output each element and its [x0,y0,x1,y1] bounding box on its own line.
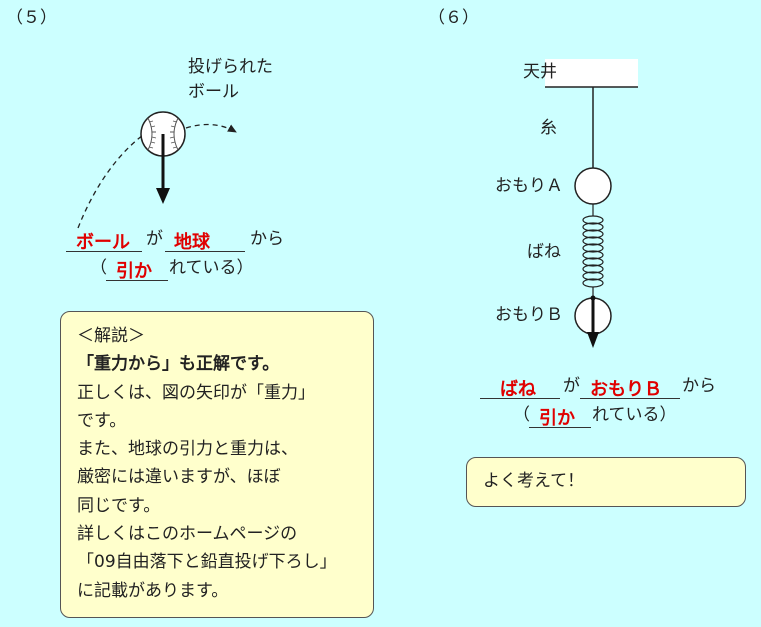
answer6-source: おもりＢ [590,379,662,400]
answer6-subject-underline [480,398,560,399]
string-label: 糸 [540,118,557,138]
weight-a-label: おもりＡ [495,176,563,196]
answer6-paren: （ [513,405,530,425]
answer6-verb-underline [529,427,591,428]
answer5-subject-underline [66,251,142,252]
spring [582,204,604,298]
explanation-line: に記載があります。 [77,580,229,601]
ceiling [545,59,638,87]
ball-trajectory [77,129,151,229]
explanation-line: 同じです。 [77,495,161,516]
explanation-line: ＜解説＞ [77,326,145,346]
answer6-suffix: れている） [592,405,677,425]
problem-5-number: （５） [6,8,57,28]
hint-text: よく考えて！ [483,471,585,491]
answer5-particle-ga: が [146,229,163,249]
answer5-verb: 引か [116,261,152,282]
answer6-subject: ばね [500,379,536,400]
explanation-line: 正しくは、図の矢印が「重力」 [77,382,315,403]
explanation-line: 詳しくはこのホームページの [77,524,298,545]
weight-a [574,167,612,205]
answer6-particle-ga: が [563,376,580,396]
answer5-source: 地球 [174,232,210,253]
ball-label-line2: ボール [188,82,239,102]
answer6-particle-kara: から [682,376,716,396]
answer5-verb-underline [106,280,168,281]
answer5-particle-kara: から [250,229,284,249]
problem-6-number: （６） [428,8,479,28]
answer5-paren: （ [90,258,107,278]
explanation-line: また、地球の引力と重力は、 [77,439,298,460]
answer5-subject: ボール [76,232,130,253]
ball-trajectory-arrow [185,123,237,133]
explanation-line: です。 [77,410,127,431]
explanation-box: ＜解説＞ 「重力から」も正解です。 正しくは、図の矢印が「重力」 です。 また、… [60,311,374,618]
ball-label-line1: 投げられた [188,57,273,77]
hint-box: よく考えて！ [466,457,746,507]
explanation-line: 厳密には違いますが、ほぼ [77,467,281,488]
spring-force-arrow [587,298,599,348]
spring-label: ばね [527,242,561,262]
ceiling-label: 天井 [523,62,557,82]
answer6-source-underline [580,398,680,399]
answer5-source-underline [165,251,245,252]
explanation-line: 「09自由落下と鉛直投げ下ろし」 [77,552,337,573]
answer5-suffix: れている） [169,258,254,278]
weight-b-label: おもりＢ [495,305,563,325]
gravity-arrow [156,134,170,204]
explanation-line: 「重力から」も正解です。 [77,354,280,375]
answer6-verb: 引か [539,408,575,429]
